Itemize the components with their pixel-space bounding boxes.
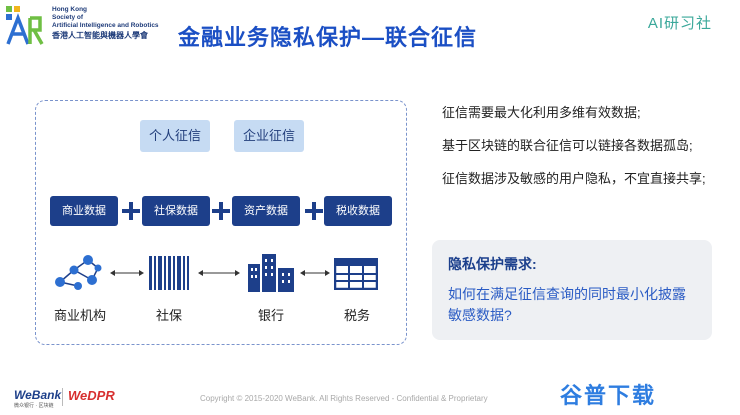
chip-asset-data: 资产数据 (232, 196, 300, 226)
double-arrow-icon (300, 270, 330, 276)
entity-label-social: 社保 (155, 308, 182, 323)
chip-business-data: 商业数据 (50, 196, 118, 226)
wedpr-logo: WeDPR (68, 388, 115, 403)
page-title: 金融业务隐私保护—联合征信 (178, 25, 478, 50)
entity-label-bank: 银行 (257, 308, 284, 323)
org-en-line-3: Artificial Intelligence and Robotics (52, 22, 159, 29)
org-name: Hong Kong Society of Artificial Intellig… (52, 6, 192, 41)
bullet-item: 征信数据涉及敏感的用户隐私，不宜直接共享; (442, 171, 706, 186)
org-zh: 香港人工智能與機器人學會 (52, 31, 148, 40)
plus-icon (122, 202, 140, 220)
table-icon (334, 258, 378, 290)
hksair-logo-icon (6, 6, 44, 45)
double-arrow-icon (110, 270, 144, 276)
bullet-item: 征信需要最大化利用多维有效数据; (442, 105, 641, 120)
chip-tax-data: 税收数据 (324, 196, 392, 226)
chip-enterprise-credit: 企业征信 (234, 120, 304, 152)
entity-label-business: 商业机构 (53, 308, 106, 323)
network-icon (55, 255, 102, 290)
download-watermark: 谷普下载 (560, 383, 657, 408)
webank-name: WeBank (14, 388, 62, 402)
privacy-box: 隐私保护需求: 如何在满足征信查询的同时最小化披露敏感数据? (432, 240, 712, 340)
credit-diagram (35, 100, 407, 345)
org-en-line-1: Hong Kong (52, 6, 88, 13)
double-arrow-icon (198, 270, 240, 276)
privacy-heading: 隐私保护需求: (448, 256, 537, 272)
buildings-icon (248, 254, 294, 292)
footer-divider (62, 388, 63, 406)
bullet-item: 基于区块链的联合征信可以链接各数据孤岛; (442, 138, 693, 153)
webank-logo: WeBank 微众银行 · 区块链 (14, 388, 61, 409)
webank-sub: 微众银行 · 区块链 (14, 403, 54, 409)
barcode-icon (149, 256, 189, 290)
privacy-body: 如何在满足征信查询的同时最小化披露敏感数据? (448, 286, 686, 323)
chip-social-data: 社保数据 (142, 196, 210, 226)
plus-icon (212, 202, 230, 220)
plus-icon (305, 202, 323, 220)
chip-personal-credit: 个人征信 (140, 120, 210, 152)
entity-label-tax: 税务 (343, 308, 370, 323)
bullet-list: 征信需要最大化利用多维有效数据; 基于区块链的联合征信可以链接各数据孤岛; 征信… (442, 103, 722, 202)
org-en-line-2: Society of (52, 14, 84, 21)
brand-logo: AI研习社 (647, 15, 712, 32)
copyright-text: Copyright © 2015-2020 WeBank. All Rights… (200, 394, 488, 403)
